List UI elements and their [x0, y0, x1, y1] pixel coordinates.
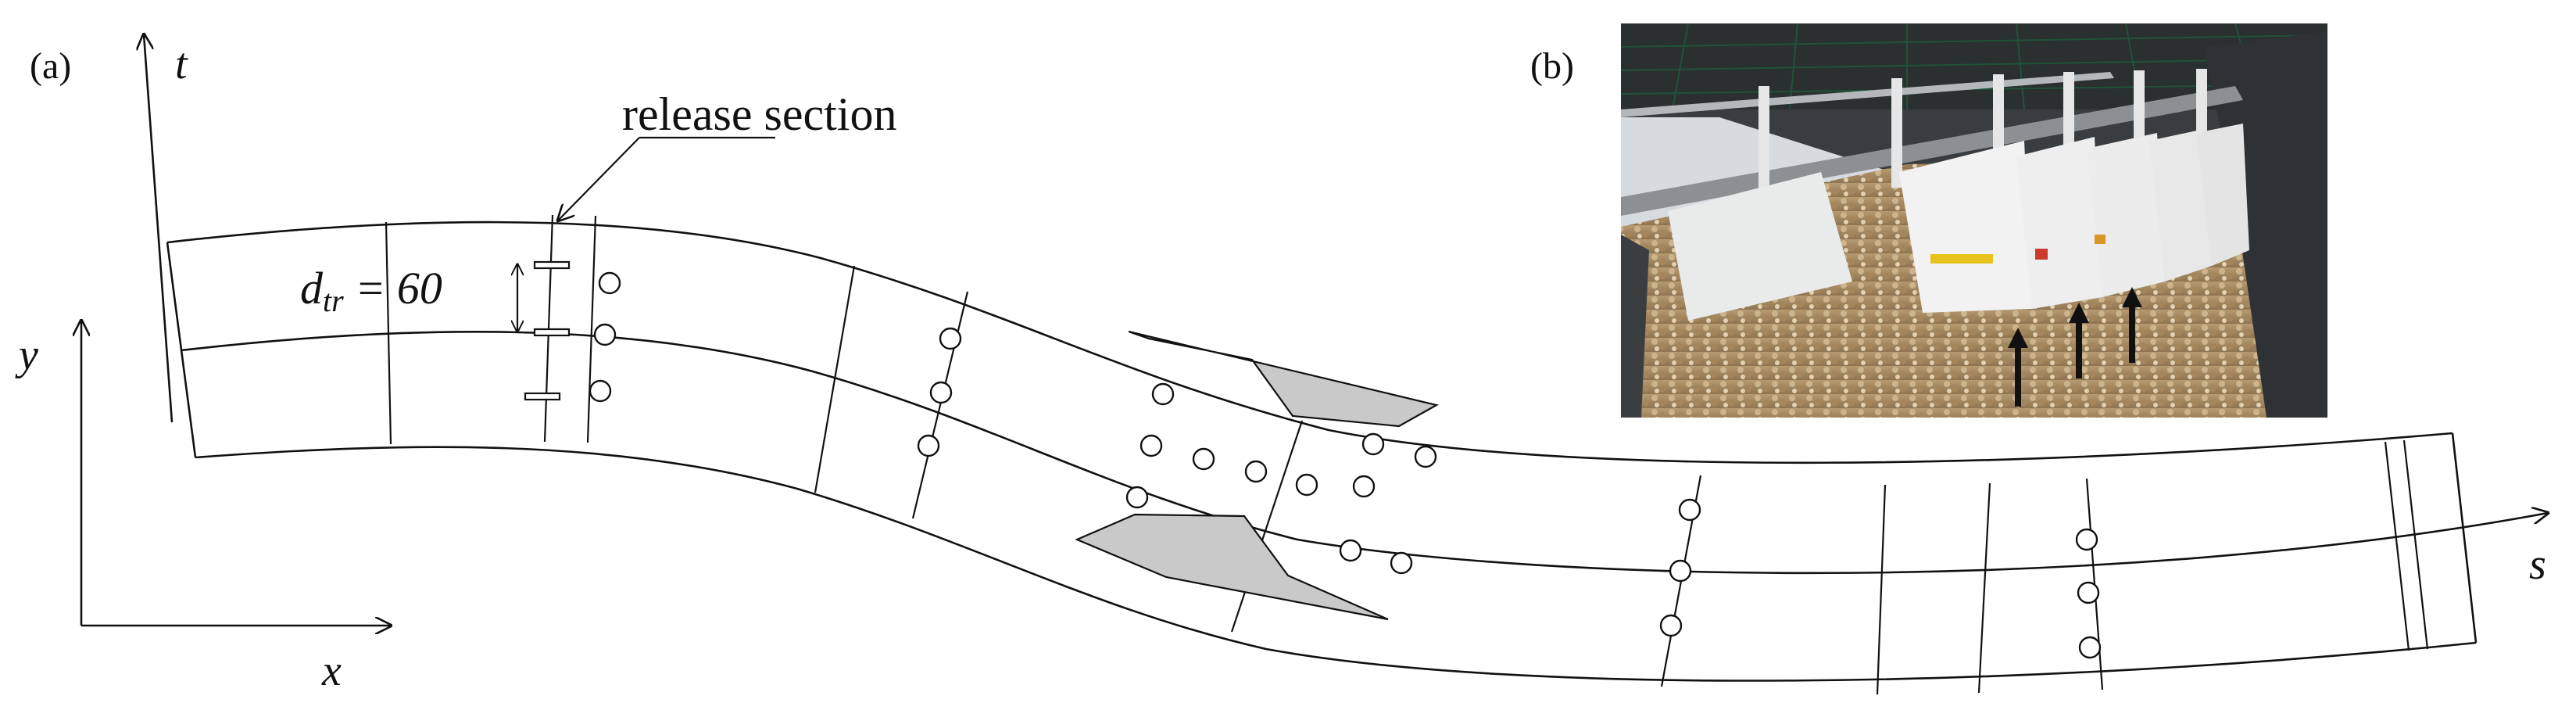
s-axis-label: s	[2529, 540, 2546, 589]
dtr-subscript: tr	[323, 283, 344, 318]
dtr-value: = 60	[344, 263, 442, 314]
t-axis-label: t	[175, 40, 188, 88]
channel-end-edge	[2451, 432, 2478, 644]
contraction-block-bottom	[1075, 513, 1389, 621]
channel-left-bank	[166, 221, 2453, 464]
t-axis	[144, 34, 174, 423]
channel-right-bank	[195, 446, 2477, 682]
release-section-label: release section	[622, 88, 896, 140]
transducer-bars	[524, 260, 571, 401]
flume-photo	[1621, 23, 2327, 418]
dtr-label: dtr = 60	[300, 263, 442, 318]
dtr-symbol: d	[300, 263, 324, 314]
panel-b: (b)	[1530, 23, 2327, 418]
x-axis-label: x	[321, 647, 342, 695]
y-axis-label: y	[15, 331, 38, 379]
channel-end-edge-3	[2402, 439, 2429, 650]
release-section-pointer	[558, 137, 640, 221]
panel-a: (a) t y x s	[15, 34, 2548, 695]
panel-a-label: (a)	[30, 45, 71, 87]
contraction-block-top	[1128, 330, 1439, 428]
channel-end-edge-2	[2384, 441, 2410, 651]
panel-b-label: (b)	[1530, 45, 1574, 87]
measurement-points	[589, 271, 2102, 659]
